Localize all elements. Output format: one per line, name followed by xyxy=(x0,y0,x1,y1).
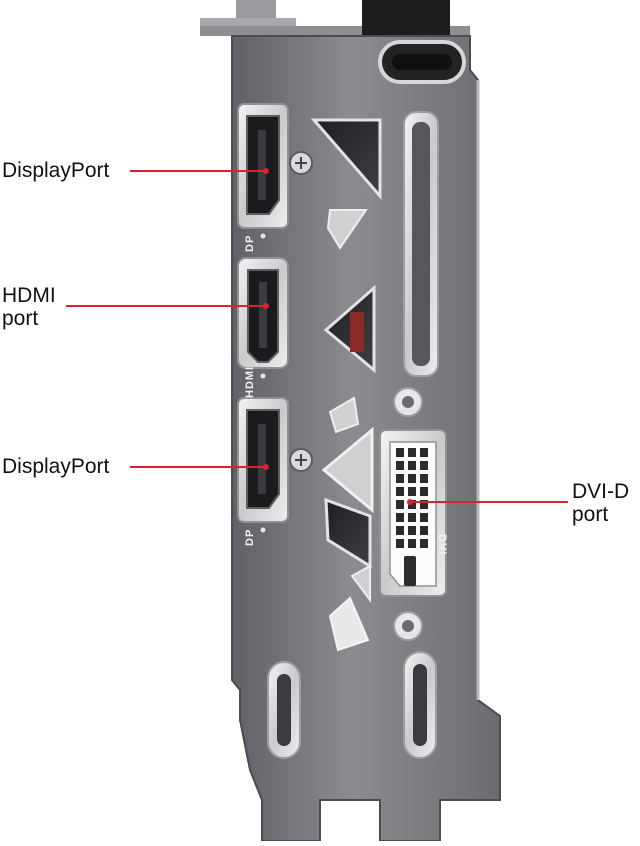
dvi-d-connector xyxy=(379,387,447,641)
triangle-vents xyxy=(310,118,382,652)
rear-component xyxy=(350,312,364,352)
dvi-pin xyxy=(420,487,428,496)
dvi-pin xyxy=(420,500,428,509)
dvi-pin xyxy=(420,513,428,522)
dvi-pin xyxy=(408,487,416,496)
dvi-pin xyxy=(408,526,416,535)
dvi-pin xyxy=(408,539,416,548)
dvi-pin xyxy=(408,474,416,483)
top-oval-hole xyxy=(378,40,466,84)
silk-label-dvi: DVI xyxy=(436,534,448,556)
bottom-slots xyxy=(267,651,437,759)
callout-displayport-bottom: DisplayPort xyxy=(2,455,110,478)
displayport-top-connector xyxy=(237,103,289,239)
dvi-pin xyxy=(420,448,428,457)
dvi-pin xyxy=(396,474,404,483)
dvi-pin xyxy=(396,513,404,522)
displayport-bottom-connector xyxy=(237,397,289,533)
dvi-pin-grid xyxy=(396,448,428,548)
dvi-pin xyxy=(408,513,416,522)
callout-hdmi-port: HDMI port xyxy=(2,284,56,330)
dvi-pin xyxy=(396,526,404,535)
hdmi-connector xyxy=(237,257,289,379)
vent-slot xyxy=(403,111,439,377)
leader-lines xyxy=(66,168,568,505)
dvi-pin xyxy=(396,487,404,496)
callout-displayport-top: DisplayPort xyxy=(2,159,110,182)
dvi-pin xyxy=(396,461,404,470)
dvi-pin xyxy=(396,500,404,509)
dvi-pin xyxy=(420,474,428,483)
screw-bottom xyxy=(289,448,313,472)
screw-top xyxy=(289,151,313,175)
silk-label-hdmi: HDMI xyxy=(244,365,256,398)
dvi-pin xyxy=(420,461,428,470)
dvi-pin xyxy=(420,526,428,535)
callout-dvi-d-port: DVI-D port xyxy=(572,480,630,526)
dvi-pin xyxy=(408,461,416,470)
mounting-tab xyxy=(200,0,470,36)
dvi-pin xyxy=(408,500,416,509)
silk-label-dp-bottom: DP xyxy=(244,528,256,546)
silk-label-dp-top: DP xyxy=(244,234,256,252)
dvi-pin xyxy=(420,539,428,548)
dvi-pin xyxy=(408,448,416,457)
dvi-pin xyxy=(396,448,404,457)
dvi-pin xyxy=(396,539,404,548)
